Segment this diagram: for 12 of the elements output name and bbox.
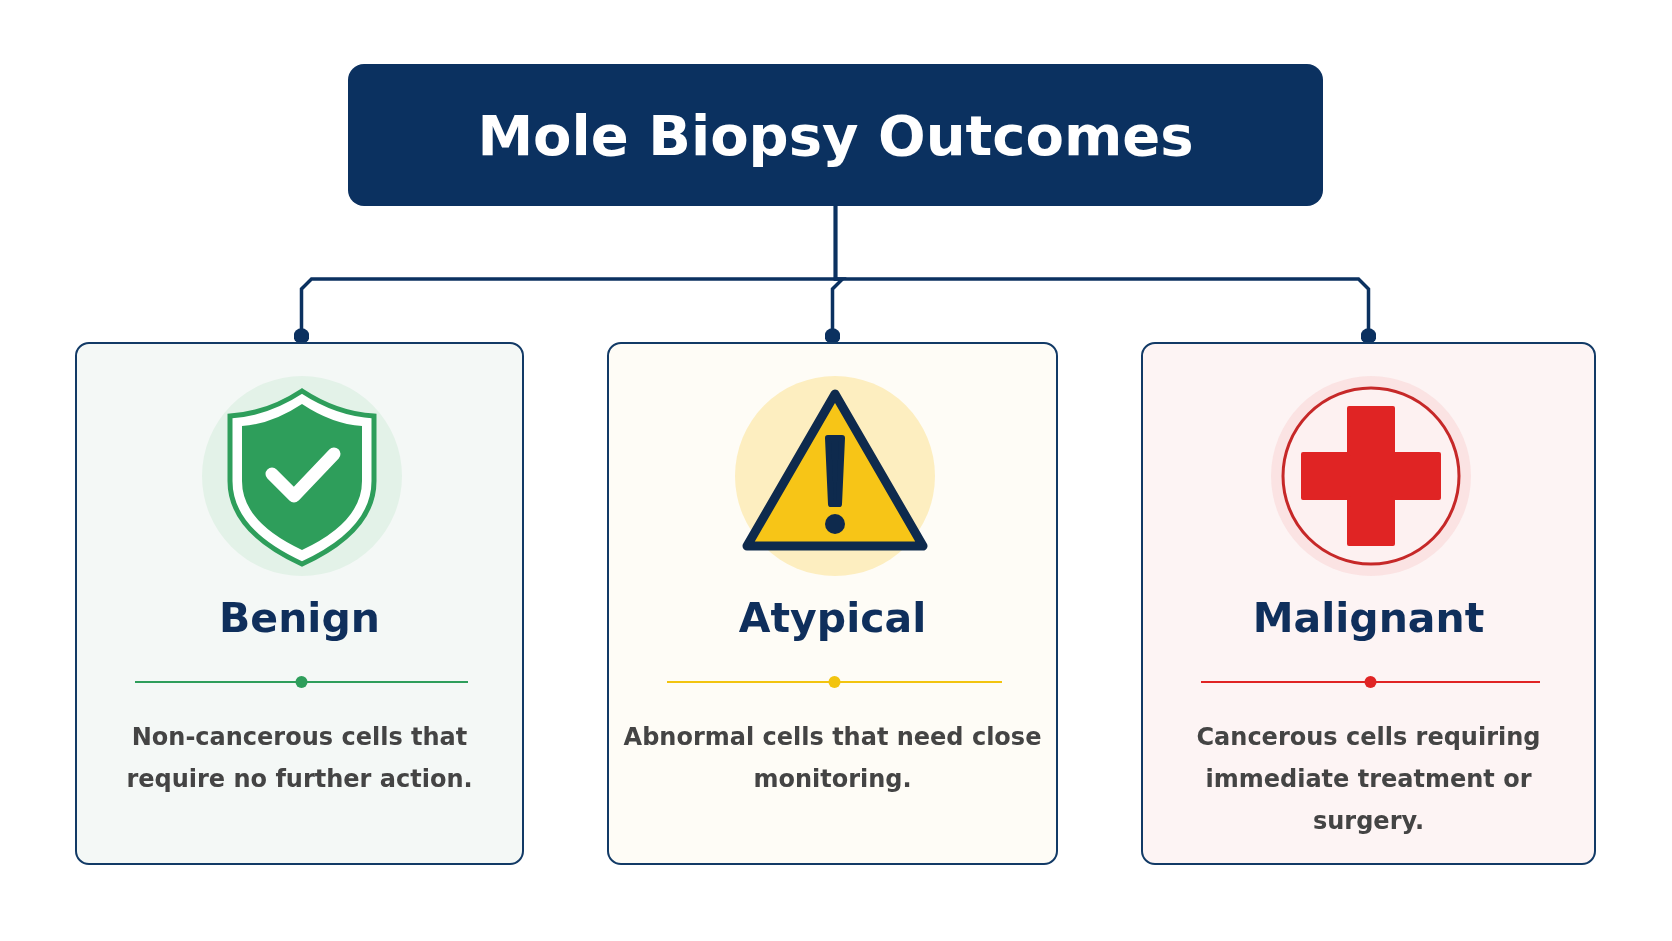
outcome-heading: Atypical (738, 594, 927, 642)
connector-line (833, 206, 1377, 344)
outcome-card (607, 342, 1058, 865)
outcome-description: Cancerous cells requiring immediate treatment or surgery. (1195, 722, 1542, 837)
outcome-card (75, 342, 524, 865)
outcome-description: Non-cancerous cells that require no further action. (125, 722, 474, 795)
title-box (348, 64, 1323, 206)
outcome-heading: Malignant (1252, 594, 1485, 642)
outcome-card (1141, 342, 1596, 865)
outcome-heading: Benign (219, 594, 380, 642)
title-text: Mole Biopsy Outcomes (477, 102, 1194, 168)
outcome-description: Abnormal cells that need close monitoring. (622, 722, 1043, 795)
